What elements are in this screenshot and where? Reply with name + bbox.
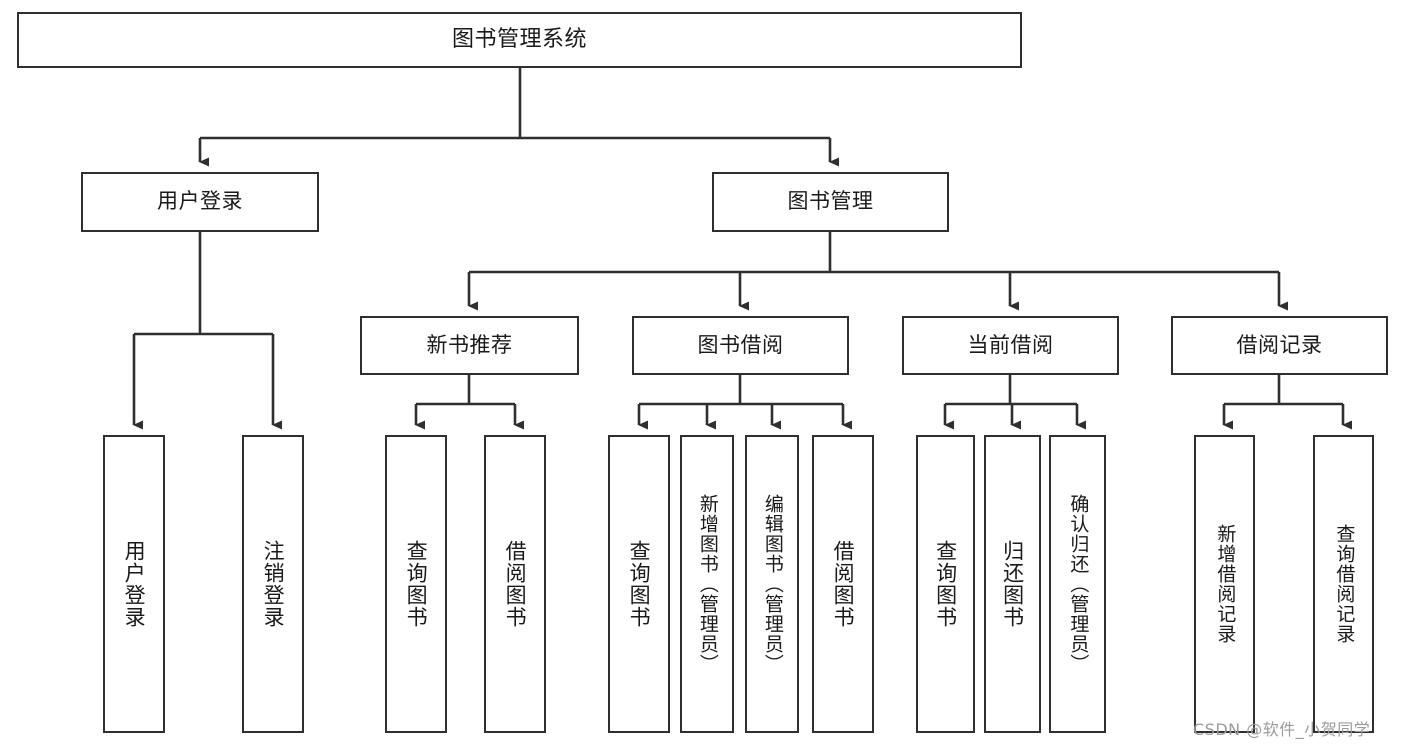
node-user-login-label: 用户登录: [157, 189, 243, 214]
node-leaf-borrow-book-1-label: 借阅图书: [503, 540, 528, 628]
node-borrow-record[interactable]: 借阅记录: [1171, 316, 1388, 375]
node-book-borrow[interactable]: 图书借阅: [632, 316, 849, 375]
node-leaf-user-login-label: 用户登录: [122, 540, 147, 628]
node-leaf-query-book-3[interactable]: 查询图书: [916, 435, 975, 733]
node-leaf-add-record-label: 新增借阅记录: [1214, 524, 1237, 644]
node-root[interactable]: 图书管理系统: [17, 12, 1022, 68]
node-user-login[interactable]: 用户登录: [81, 172, 319, 232]
node-new-book-recommend-label: 新书推荐: [426, 332, 513, 357]
node-leaf-borrow-book-2-label: 借阅图书: [831, 540, 856, 628]
node-current-borrow[interactable]: 当前借阅: [902, 316, 1119, 375]
node-book-manage[interactable]: 图书管理: [712, 172, 949, 232]
node-root-label: 图书管理系统: [451, 26, 587, 52]
node-book-manage-label: 图书管理: [787, 189, 874, 214]
node-leaf-return-book-label: 归还图书: [1000, 540, 1025, 628]
node-leaf-query-book-1[interactable]: 查询图书: [385, 435, 447, 733]
node-book-borrow-label: 图书借阅: [697, 332, 784, 357]
node-leaf-borrow-book-1[interactable]: 借阅图书: [484, 435, 546, 733]
node-leaf-add-record[interactable]: 新增借阅记录: [1194, 435, 1255, 733]
node-leaf-query-book-3-label: 查询图书: [933, 540, 958, 628]
connector-lines: [132, 68, 1352, 430]
node-leaf-confirm-return[interactable]: 确认归还（管理员）: [1049, 435, 1106, 733]
node-leaf-query-record-label: 查询借阅记录: [1333, 524, 1356, 644]
node-new-book-recommend[interactable]: 新书推荐: [360, 316, 579, 375]
node-leaf-borrow-book-2[interactable]: 借阅图书: [812, 435, 874, 733]
node-leaf-query-record[interactable]: 查询借阅记录: [1313, 435, 1374, 733]
node-leaf-user-logout-label: 注销登录: [261, 540, 286, 628]
node-leaf-confirm-return-label: 确认归还（管理员）: [1067, 494, 1090, 674]
node-leaf-add-book-label: 新增图书（管理员）: [696, 494, 719, 674]
node-leaf-query-book-1-label: 查询图书: [404, 540, 429, 628]
node-leaf-return-book[interactable]: 归还图书: [984, 435, 1041, 733]
node-borrow-record-label: 借阅记录: [1236, 332, 1323, 357]
node-leaf-user-login[interactable]: 用户登录: [103, 435, 165, 733]
node-leaf-edit-book-label: 编辑图书（管理员）: [761, 494, 784, 674]
node-leaf-user-logout[interactable]: 注销登录: [242, 435, 304, 733]
node-current-borrow-label: 当前借阅: [967, 332, 1054, 357]
node-leaf-query-book-2-label: 查询图书: [627, 540, 652, 628]
node-leaf-query-book-2[interactable]: 查询图书: [608, 435, 670, 733]
node-leaf-add-book[interactable]: 新增图书（管理员）: [680, 435, 734, 733]
node-leaf-edit-book[interactable]: 编辑图书（管理员）: [745, 435, 799, 733]
